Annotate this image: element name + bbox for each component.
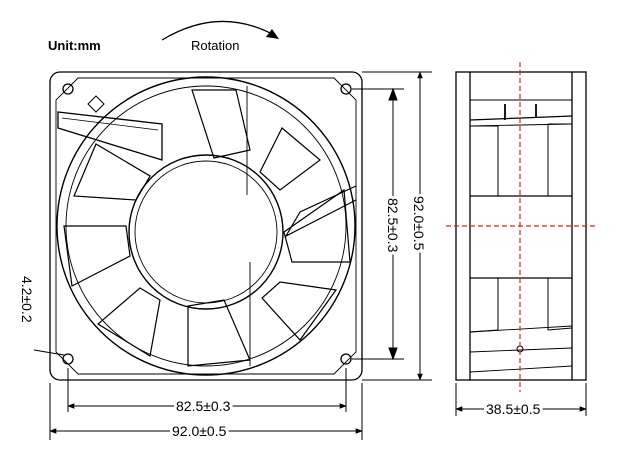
rotation-arrowhead-icon <box>266 29 279 39</box>
centerlines <box>446 62 598 392</box>
wire-channel <box>57 111 163 161</box>
rotation-arrow-icon <box>161 20 277 41</box>
frame-inner-outline <box>55 77 357 375</box>
dim-side-depth: 38.5±0.5 <box>486 401 541 417</box>
dim-bottom-hole-spacing: 82.5±0.3 <box>176 398 231 414</box>
hub-outer <box>128 154 284 310</box>
dim-right-overall-height: 92.0±0.5 <box>411 196 427 251</box>
dim-left-hole-offset: 4.2±0.2 <box>19 276 35 323</box>
front-view <box>49 71 363 381</box>
mounting-hole-top-right <box>340 83 352 95</box>
mounting-hole-bottom-left <box>62 353 74 365</box>
frame-outline <box>49 71 363 381</box>
venturi-outer <box>56 76 356 376</box>
hub-inner <box>134 160 278 304</box>
mounting-hole-bottom-right <box>340 353 352 365</box>
support-strut <box>284 185 357 238</box>
dim-bottom-overall-width: 92.0±0.5 <box>172 423 227 439</box>
wire-clip <box>87 95 105 113</box>
wire-channel-inner <box>61 117 159 131</box>
dim-right-hole-spacing: 82.5±0.3 <box>385 198 401 253</box>
rotation-label: Rotation <box>191 38 239 53</box>
mounting-hole-top-left <box>62 83 74 95</box>
unit-label: Unit:mm <box>48 38 101 53</box>
fan-blades <box>63 89 351 367</box>
